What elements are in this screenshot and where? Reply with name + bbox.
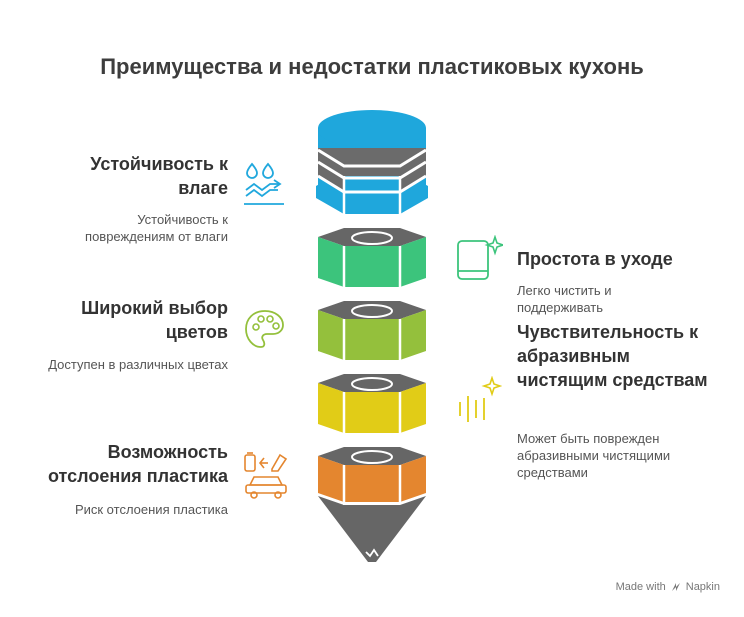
desc-colors: Доступен в различных цветах bbox=[48, 357, 228, 372]
easy-care-icon bbox=[457, 235, 503, 280]
heading-peeling: Возможность отслоения пластика bbox=[47, 442, 228, 486]
sparkle-scratch-icon bbox=[459, 376, 502, 422]
heading-colors: Широкий выбор цветов bbox=[81, 298, 228, 342]
stack-layer-blue bbox=[316, 110, 428, 214]
footer-credit: Made with Napkin bbox=[616, 581, 720, 593]
heading-easy-care: Простота в уходе bbox=[517, 249, 673, 269]
stack-layer-lime bbox=[318, 301, 426, 360]
desc-moisture: Устойчивость к повреждениям от влаги bbox=[85, 212, 228, 244]
desc-easy-care: Легко чистить и поддерживать bbox=[517, 283, 612, 315]
stack-layer-orange bbox=[318, 447, 426, 502]
desc-abrasive: Может быть поврежден абразивными чистящи… bbox=[517, 431, 671, 480]
stack-tip bbox=[318, 496, 426, 562]
footer-text: Made with bbox=[615, 581, 666, 593]
stack-layer-yellow bbox=[318, 374, 426, 433]
stack-layer-green bbox=[318, 228, 426, 287]
peeling-icon bbox=[244, 452, 288, 499]
water-resistance-icon bbox=[244, 162, 284, 205]
footer-brand: Napkin bbox=[685, 581, 720, 593]
desc-peeling: Риск отслоения пластика bbox=[74, 502, 228, 517]
palette-icon bbox=[245, 310, 284, 348]
heading-moisture: Устойчивость к влаге bbox=[90, 154, 228, 198]
napkin-logo-icon bbox=[671, 583, 680, 591]
page-title: Преимущества и недостатки пластиковых ку… bbox=[100, 54, 644, 79]
heading-abrasive: Чувствительность к абразивным чистящим с… bbox=[517, 322, 708, 390]
